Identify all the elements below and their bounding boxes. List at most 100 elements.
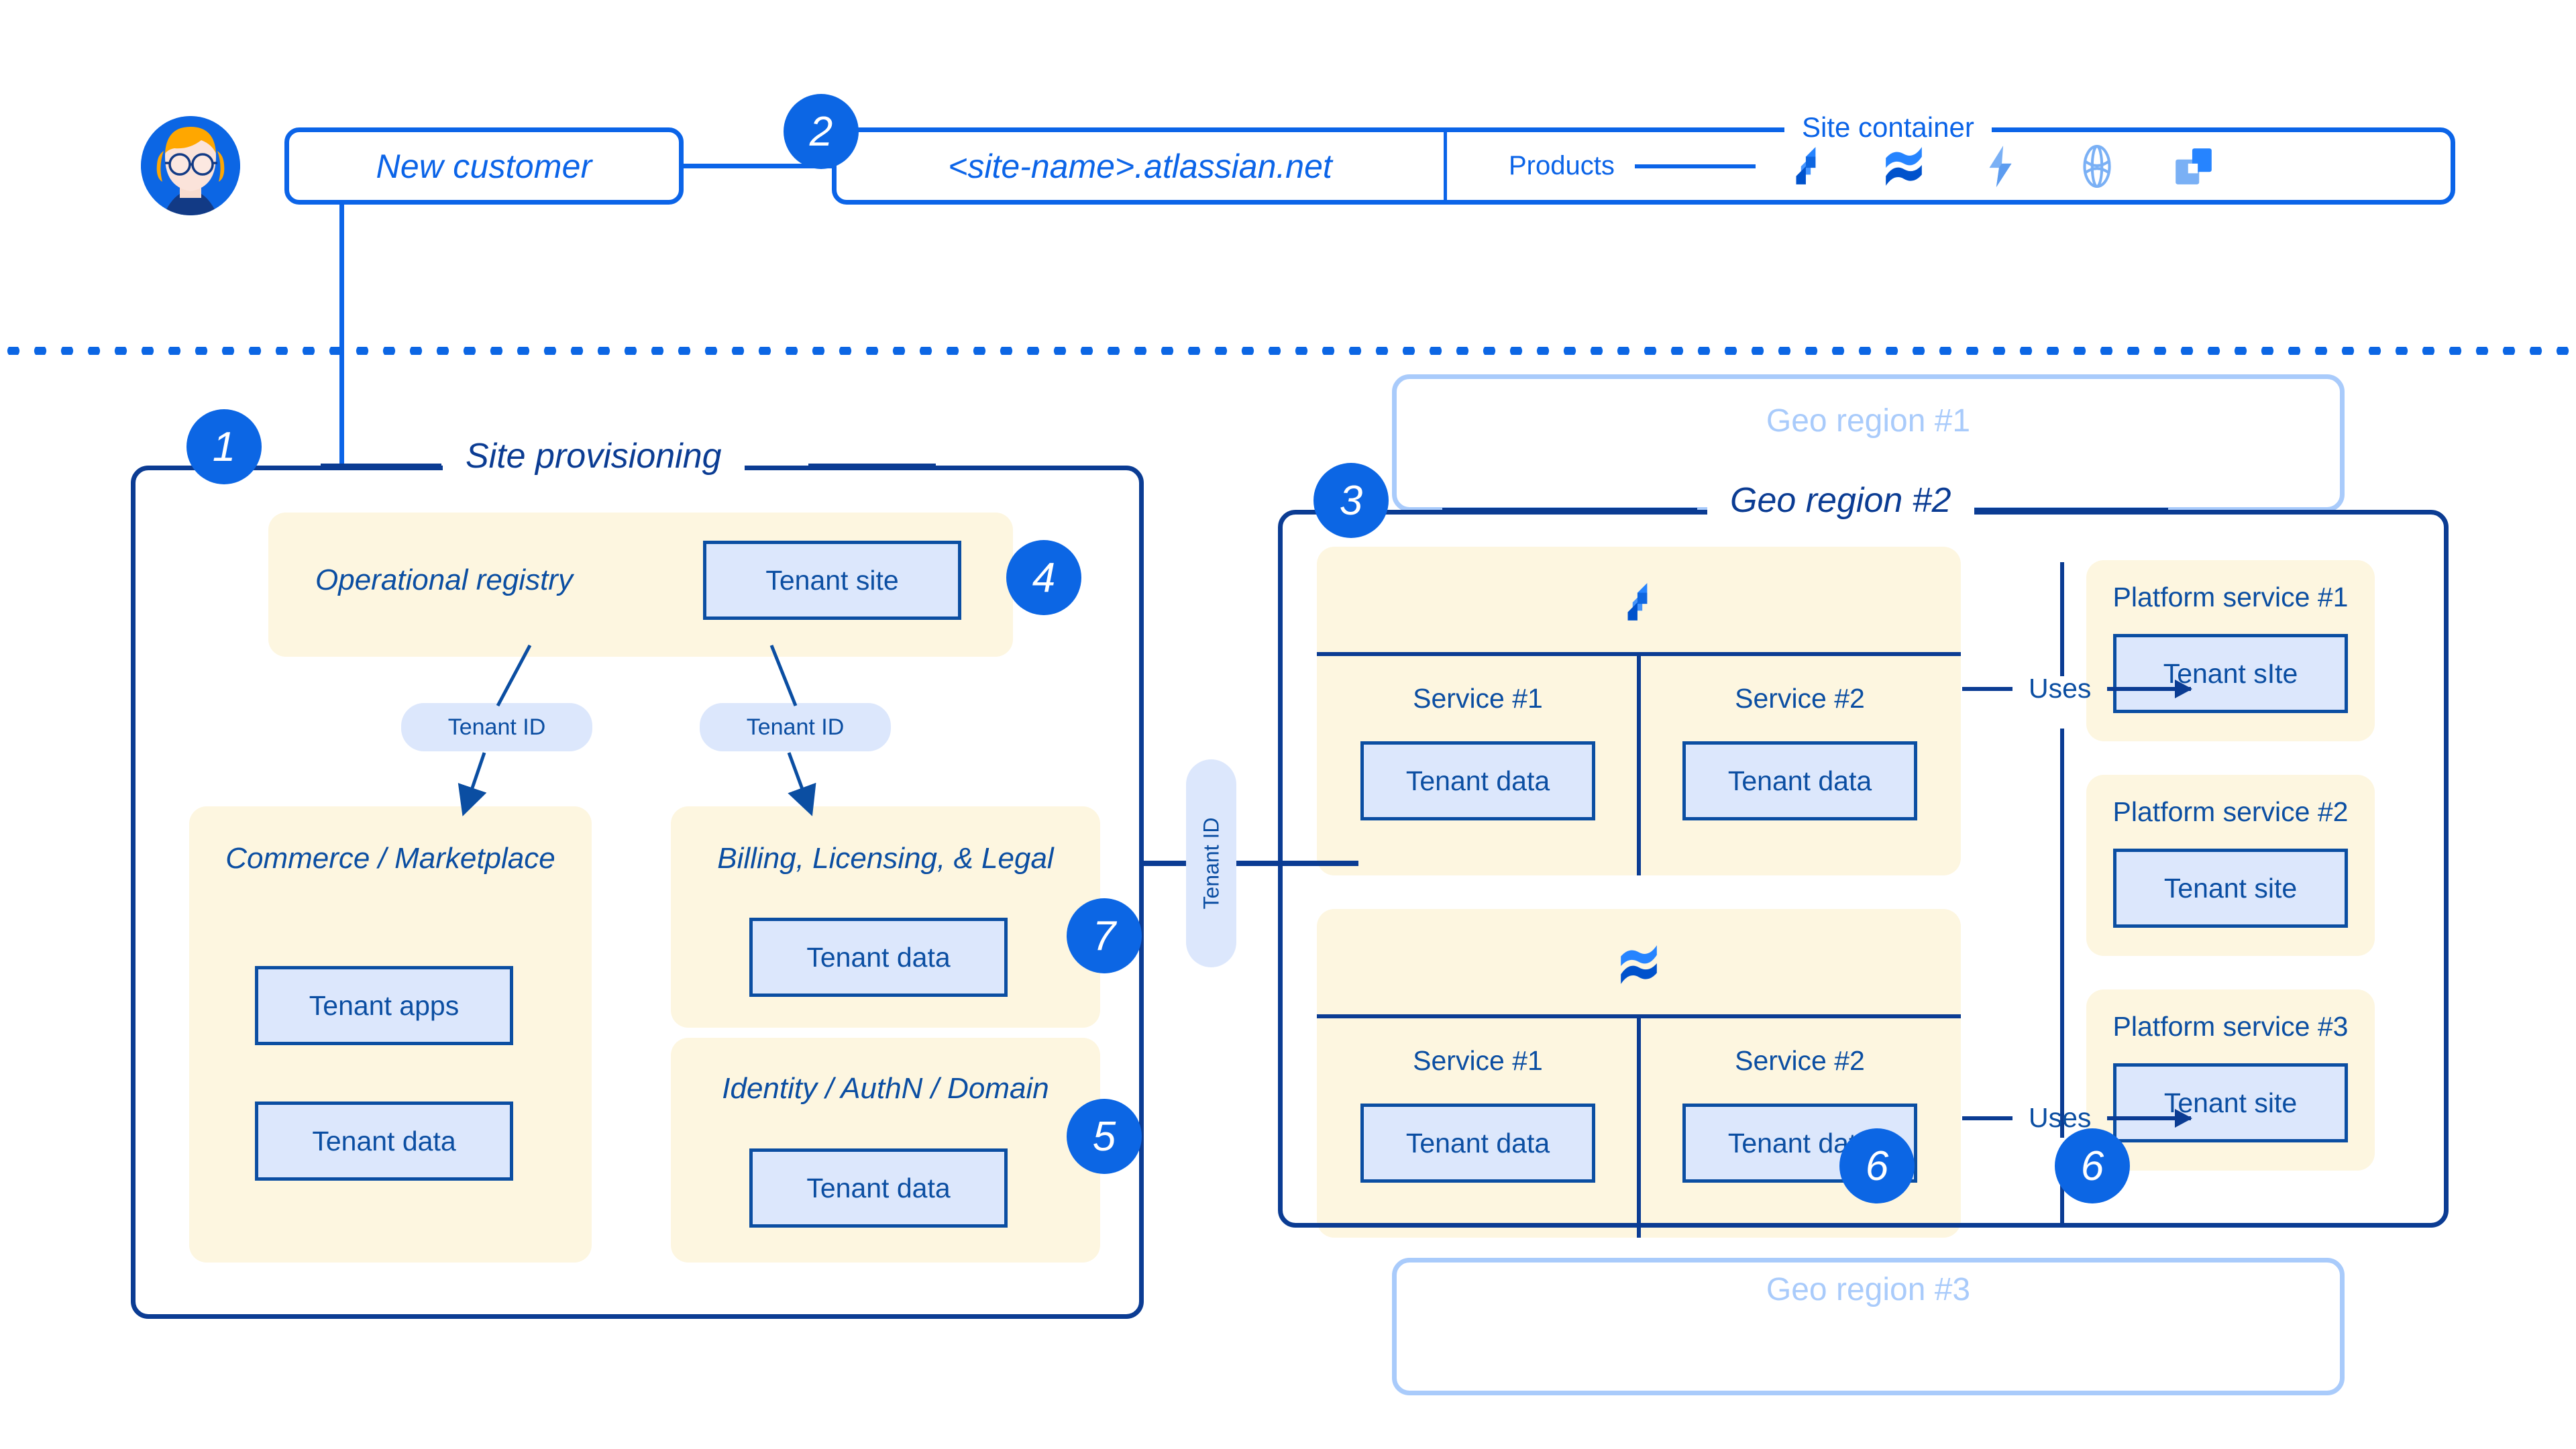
platform-service-2-tenant-site-box[interactable]: Tenant site xyxy=(2113,849,2348,928)
registry-tenant-site-label: Tenant site xyxy=(765,564,899,596)
step-badge-1[interactable]: 1 xyxy=(186,409,262,484)
commerce-title-wrap: Commerce / Marketplace xyxy=(189,842,592,875)
site-container-box[interactable]: <site-name>.atlassian.net Products xyxy=(832,127,2455,205)
jira-icon[interactable] xyxy=(1785,144,1829,189)
platform-service-2-label: Platform service #2 xyxy=(2112,796,2349,827)
geo-region-2-caption-rule-right xyxy=(1920,508,2168,513)
commerce-title: Commerce / Marketplace xyxy=(225,842,555,875)
jira-service-1-tenant-data-box[interactable]: Tenant data xyxy=(1360,741,1595,820)
commerce-tenant-apps-box[interactable]: Tenant apps xyxy=(255,966,513,1045)
confluence-service-1-tenant-data-box[interactable]: Tenant data xyxy=(1360,1104,1595,1183)
platform-service-1-label-wrap: Platform service #1 xyxy=(2086,582,2375,613)
step-badge-4-label: 4 xyxy=(1032,554,1056,601)
confluence-icon xyxy=(1621,945,1657,984)
site-container-caption-label: Site container xyxy=(1802,111,1974,143)
jira-service-management-icon[interactable] xyxy=(1978,144,2023,189)
atlas-icon[interactable] xyxy=(2075,144,2119,189)
step-badge-7-label: 7 xyxy=(1092,912,1116,959)
identity-tenant-data-label: Tenant data xyxy=(806,1172,951,1203)
bridge-line-right xyxy=(1234,861,1358,866)
uses-dash-left xyxy=(1962,1116,2012,1120)
bitbucket-icon[interactable] xyxy=(2171,144,2216,189)
site-provisioning-title: Site provisioning xyxy=(466,437,722,476)
billing-title: Billing, Licensing, & Legal xyxy=(717,842,1054,875)
step-badge-6-right[interactable]: 6 xyxy=(2055,1128,2130,1203)
tenant-id-token-1: Tenant ID xyxy=(401,703,592,751)
step-badge-7[interactable]: 7 xyxy=(1067,898,1142,973)
operational-registry-label: Operational registry xyxy=(315,564,573,596)
site-container-divider xyxy=(1444,132,1447,200)
site-provisioning-caption-rule-left xyxy=(321,464,441,468)
jira-service-1-label: Service #1 xyxy=(1413,683,1543,714)
step-badge-2[interactable]: 2 xyxy=(784,94,859,169)
confluence-service-2-label-wrap: Service #2 xyxy=(1639,1045,1961,1077)
products-rule xyxy=(1634,164,1756,168)
identity-title: Identity / AuthN / Domain xyxy=(722,1072,1049,1105)
site-provisioning-title-wrap: Site provisioning xyxy=(443,436,745,476)
step-badge-6-left[interactable]: 6 xyxy=(1839,1128,1915,1203)
site-name-cell: <site-name>.atlassian.net xyxy=(837,132,1444,200)
uses-arrow-bottom xyxy=(2107,1108,2193,1128)
new-customer-label: New customer xyxy=(376,147,592,185)
jira-service-1-label-wrap: Service #1 xyxy=(1317,683,1639,714)
geo-region-1-label-wrap: Geo region #1 xyxy=(1392,402,2345,439)
step-badge-6-left-label: 6 xyxy=(1865,1142,1889,1189)
jira-service-2-label-wrap: Service #2 xyxy=(1639,683,1961,714)
billing-tenant-data-label: Tenant data xyxy=(806,941,951,973)
confluence-service-1-label: Service #1 xyxy=(1413,1045,1543,1076)
confluence-icon[interactable] xyxy=(1882,144,1926,189)
platform-service-3-label: Platform service #3 xyxy=(2112,1011,2349,1042)
avatar xyxy=(141,116,240,215)
billing-tenant-data-box[interactable]: Tenant data xyxy=(749,918,1008,997)
confluence-service-2-tenant-data-box[interactable]: Tenant data xyxy=(1682,1104,1917,1183)
jira-service-1-tenant-data-label: Tenant data xyxy=(1405,765,1550,796)
arrow-registry-to-token-1 xyxy=(496,644,532,707)
identity-tenant-data-box[interactable]: Tenant data xyxy=(749,1148,1008,1228)
step-badge-3-label: 3 xyxy=(1339,477,1363,524)
registry-tenant-site-box[interactable]: Tenant site xyxy=(703,541,961,620)
product-group-vertical-rule xyxy=(1637,652,1641,875)
tenant-id-token-2: Tenant ID xyxy=(700,703,891,751)
arrow-token-1-to-commerce xyxy=(458,752,487,816)
products-label: Products xyxy=(1509,151,1615,180)
product-group-vertical-rule xyxy=(1637,1014,1641,1238)
uses-label-top: Uses xyxy=(2029,673,2092,704)
platform-service-1-label: Platform service #1 xyxy=(2112,582,2349,612)
new-customer-box[interactable]: New customer xyxy=(284,127,684,205)
bridge-line-left xyxy=(1139,861,1186,866)
platform-service-2-tenant-site-label: Tenant site xyxy=(2163,872,2298,904)
platform-service-3-tenant-site-box[interactable]: Tenant site xyxy=(2113,1063,2348,1142)
jira-service-2-tenant-data-label: Tenant data xyxy=(1727,765,1872,796)
step-badge-3[interactable]: 3 xyxy=(1313,463,1389,538)
products-area: Products xyxy=(1447,144,2451,189)
step-badge-4[interactable]: 4 xyxy=(1006,540,1081,615)
geo-region-3-panel xyxy=(1392,1258,2345,1395)
tenant-id-token-1-label: Tenant ID xyxy=(447,714,546,740)
operational-registry-label-wrap: Operational registry xyxy=(315,564,573,597)
confluence-service-1-tenant-data-label: Tenant data xyxy=(1405,1127,1550,1159)
step-badge-1-label: 1 xyxy=(212,423,236,470)
geo-region-2-caption-rule-left xyxy=(1442,508,1697,513)
product-group-jira: Service #1 Service #2 Tenant data Tenant… xyxy=(1317,547,1961,875)
uses-dash-left xyxy=(1962,686,2012,691)
section-divider-dotted xyxy=(0,347,2576,355)
commerce-tenant-apps-label: Tenant apps xyxy=(309,989,460,1021)
uses-connector-bottom: Uses xyxy=(1962,1102,2193,1134)
site-provisioning-panel xyxy=(131,466,1144,1319)
step-badge-5[interactable]: 5 xyxy=(1067,1099,1142,1174)
connector-customer-down xyxy=(339,201,344,470)
geo-region-1-label: Geo region #1 xyxy=(1766,403,1971,439)
tenant-id-bridge-token: Tenant ID xyxy=(1186,759,1236,967)
platform-service-1-card: Platform service #1 Tenant sIte xyxy=(2086,560,2375,741)
uses-arrow-top xyxy=(2107,679,2193,698)
tenant-id-token-2-label: Tenant ID xyxy=(746,714,845,740)
platform-service-3-label-wrap: Platform service #3 xyxy=(2086,1011,2375,1042)
commerce-tenant-data-label: Tenant data xyxy=(312,1125,456,1157)
geo-region-2-title-wrap: Geo region #2 xyxy=(1707,480,1974,521)
jira-service-2-tenant-data-box[interactable]: Tenant data xyxy=(1682,741,1917,820)
commerce-tenant-data-box[interactable]: Tenant data xyxy=(255,1102,513,1181)
uses-divider-middle xyxy=(2060,729,2064,1138)
site-provisioning-caption-rule-right xyxy=(808,464,936,468)
platform-service-1-tenant-site-box[interactable]: Tenant sIte xyxy=(2113,634,2348,713)
